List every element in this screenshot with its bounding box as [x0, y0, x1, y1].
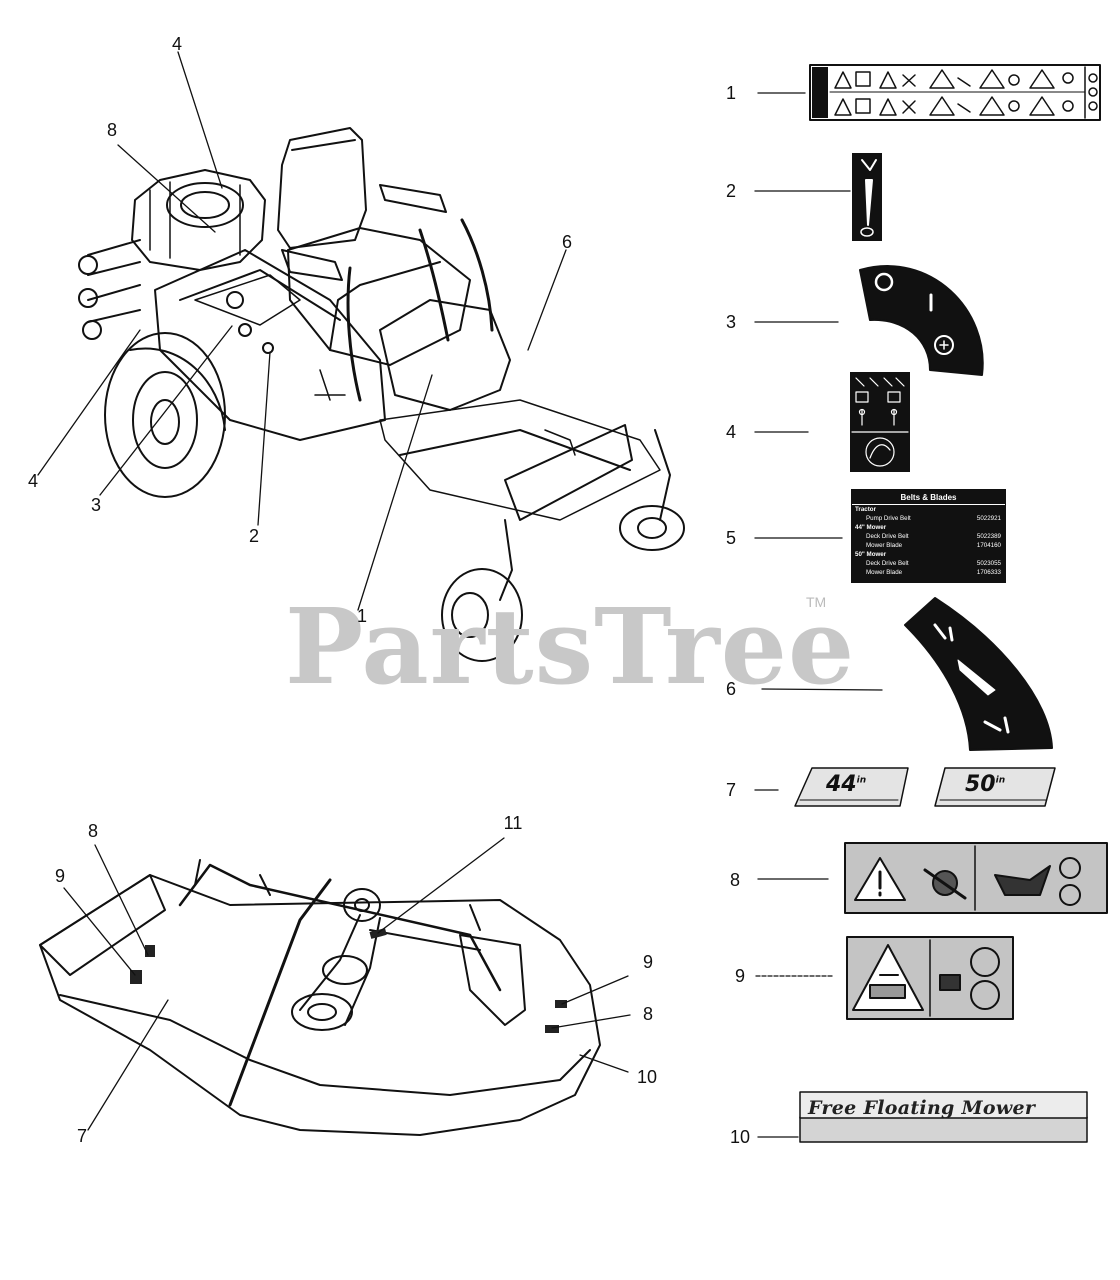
belts-row: Deck Drive Belt 5023055 [852, 559, 1005, 568]
belts-tractor-header: Tractor [855, 506, 876, 513]
callout-decal-6: 6 [725, 679, 737, 699]
callout-decal-10: 10 [729, 1127, 751, 1147]
blade-warning-decal [844, 842, 1108, 914]
callout-tractor-4-left: 4 [27, 471, 39, 491]
deck-size-badges [794, 767, 1056, 807]
callout-tractor-8: 8 [106, 120, 118, 140]
partstree-watermark: PartsTree [285, 585, 856, 708]
operation-decal [850, 372, 910, 472]
part-name: Deck Drive Belt [866, 560, 909, 567]
belts-row: Pump Drive Belt 5022921 [852, 514, 1005, 523]
belts-row: Mower Blade 1706333 [852, 568, 1005, 577]
callout-tractor-6: 6 [561, 232, 573, 252]
part-name: Pump Drive Belt [866, 515, 911, 522]
callout-decal-5: 5 [725, 528, 737, 548]
callout-decal-3: 3 [725, 312, 737, 332]
callout-tractor-2: 2 [248, 526, 260, 546]
callout-deck-8-left: 8 [87, 821, 99, 841]
part-name: Deck Drive Belt [866, 533, 909, 540]
callout-decal-8: 8 [729, 870, 741, 890]
free-floating-decal [799, 1091, 1088, 1143]
belts-and-blades-decal: Belts & Blades Tractor Pump Drive Belt 5… [851, 489, 1006, 583]
deck-size-44: 44in [826, 772, 866, 797]
callout-deck-7: 7 [76, 1126, 88, 1146]
tractor-leader-lines [37, 51, 567, 611]
part-number: 1704160 [976, 542, 1001, 549]
warning-decal-strip [809, 64, 1101, 121]
part-number: 5022389 [976, 533, 1001, 540]
mower-deck-drawing [39, 859, 601, 1136]
throttle-decal [852, 153, 882, 241]
deck-size-44-value: 44 [826, 772, 857, 797]
callout-deck-10: 10 [636, 1067, 658, 1087]
belts-44-header: 44" Mower [855, 524, 887, 531]
belts-decal-title: Belts & Blades [852, 490, 1005, 505]
watermark-trademark: TM [806, 594, 827, 610]
ignition-decal [859, 265, 984, 376]
callout-decal-1: 1 [725, 83, 737, 103]
part-name: Mower Blade [866, 542, 903, 549]
hand-warning-decal [846, 936, 1014, 1020]
callout-deck-11: 11 [503, 813, 523, 833]
callout-tractor-3: 3 [90, 495, 102, 515]
speed-decal [904, 597, 1053, 751]
part-number: 5022921 [976, 515, 1001, 522]
callout-tractor-1: 1 [356, 606, 368, 626]
part-number: 1706333 [976, 569, 1001, 576]
callout-decal-9: 9 [734, 966, 746, 986]
callout-decal-7: 7 [725, 780, 737, 800]
deck-size-50-unit: in [995, 775, 1006, 786]
zero-turn-tractor-drawing [78, 127, 685, 662]
decal-leader-lines [754, 92, 883, 1138]
callout-deck-9-right: 9 [642, 952, 654, 972]
callout-tractor-4-top: 4 [171, 34, 183, 54]
deck-size-50: 50in [965, 772, 1005, 797]
callout-decal-2: 2 [725, 181, 737, 201]
deck-size-44-unit: in [856, 775, 867, 786]
callout-decal-4: 4 [725, 422, 737, 442]
belts-row: Deck Drive Belt 5022389 [852, 532, 1005, 541]
callout-deck-9-left: 9 [54, 866, 66, 886]
belts-row: Mower Blade 1704160 [852, 541, 1005, 550]
part-number: 5023055 [976, 560, 1001, 567]
part-name: Mower Blade [866, 569, 903, 576]
deck-size-50-value: 50 [965, 772, 996, 797]
belts-50-header: 50" Mower [855, 551, 887, 558]
callout-deck-8-right: 8 [642, 1004, 654, 1024]
free-floating-mower-text: Free Floating Mower [808, 1097, 1036, 1119]
deck-leader-lines [63, 837, 631, 1131]
